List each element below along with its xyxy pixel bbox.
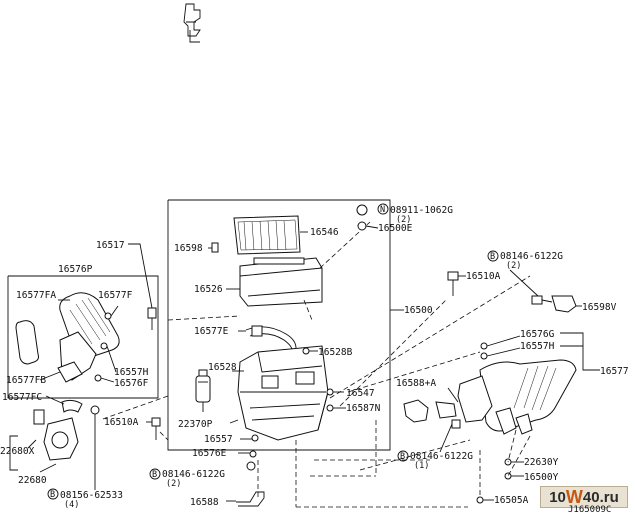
bolt-08146-right-code: 08146-6122G <box>410 451 473 462</box>
bolt-08156-qty: (4) <box>64 500 79 510</box>
label-16577FC: 16577FC <box>2 392 42 403</box>
label-16576P: 16576P <box>58 264 93 275</box>
watermark-mid: W <box>565 486 583 507</box>
label-16576G: 16576G <box>520 329 555 340</box>
bolt-08146-mid-qty: (2) <box>166 479 181 489</box>
label-16557H-right: 16557H <box>520 341 555 352</box>
label-22370P: 22370P <box>178 419 213 430</box>
label-16587N: 16587N <box>346 403 381 414</box>
label-16588A: 16588+A <box>396 378 436 389</box>
filter-element-part <box>233 215 301 255</box>
label-16577E: 16577E <box>194 326 229 337</box>
label-22680: 22680 <box>18 475 47 486</box>
label-16517: 16517 <box>96 240 125 251</box>
section-marker-icon <box>183 3 201 43</box>
label-16505A: 16505A <box>494 495 529 506</box>
cleaner-body-part <box>237 345 329 441</box>
bolt-08156-code: 08156-62533 <box>60 490 123 501</box>
label-16528B: 16528B <box>318 347 353 358</box>
bracket-16598V-part <box>531 295 577 313</box>
label-22630Y: 22630Y <box>524 457 559 468</box>
bolt-08911-callout: N 08911-1062G (2) <box>377 203 453 225</box>
bolt-08146-right-part <box>451 419 461 429</box>
sensor-22370P-part <box>195 369 211 412</box>
label-16598: 16598 <box>174 243 203 254</box>
bolt-08146-right-callout: B 08146-6122G (1) <box>397 450 473 471</box>
label-16577: 16577 <box>600 366 629 377</box>
bolt-16510A-right-part <box>447 271 459 296</box>
bolt-08146-mid-symbol: B <box>152 470 157 480</box>
bracket-16577 <box>560 332 600 371</box>
label-16577FA: 16577FA <box>16 290 56 301</box>
bracket-16588A-part <box>403 399 457 423</box>
label-16576E: 16576E <box>192 448 227 459</box>
bolt-08146-mid-callout: B 08146-6122G (2) <box>149 468 225 489</box>
label-16528: 16528 <box>208 362 237 373</box>
watermark-tld: .ru <box>599 488 619 506</box>
hose-16577FA-part <box>15 320 39 365</box>
label-16577F: 16577F <box>98 290 133 301</box>
diagram-code: J165009C <box>568 505 612 515</box>
bolt-16517-part <box>147 307 157 330</box>
bolt-08146-right-qty: (1) <box>414 461 429 471</box>
label-16547: 16547 <box>346 388 375 399</box>
label-16510A-left: 16510A <box>104 417 139 428</box>
label-16500Y: 16500Y <box>524 472 559 483</box>
inlet-duct-16576P-part <box>57 292 120 383</box>
bolt-08146-top-qty: (2) <box>506 261 521 271</box>
label-16557: 16557 <box>204 434 233 445</box>
grommet-16557-part <box>251 434 259 442</box>
bolt-08156-callout: B 08156-62533 (4) <box>47 488 123 510</box>
label-16546: 16546 <box>310 227 339 238</box>
cleaner-cover-part <box>226 257 323 307</box>
assembly-bracket-box <box>167 199 404 451</box>
label-16500: 16500 <box>404 305 433 316</box>
sensor-22680-part <box>33 399 83 461</box>
label-16577FB: 16577FB <box>6 375 46 386</box>
bolt-08911-code: 08911-1062G <box>390 205 453 216</box>
bolt-08146-top-symbol: B <box>490 252 495 262</box>
bolt-08146-mid-part <box>246 461 256 471</box>
clamp-16588-part <box>236 491 265 507</box>
bolt-08911-symbol: N <box>380 205 385 215</box>
bolt-08146-right-symbol: B <box>400 452 405 462</box>
label-22680X: 22680X <box>0 446 35 457</box>
nut-08911-part <box>356 204 368 231</box>
left-subassembly-box <box>7 275 159 399</box>
label-16526: 16526 <box>194 284 223 295</box>
clip-16576E-part <box>249 450 257 458</box>
label-16576F: 16576F <box>114 378 149 389</box>
air-duct-16577-part <box>457 359 577 435</box>
label-16557H-left: 16557H <box>114 367 149 378</box>
bolt-16510A-left-part <box>151 417 161 440</box>
watermark-suffix: 40 <box>582 488 600 506</box>
bolt-08146-top-code: 08146-6122G <box>500 251 563 262</box>
watermark-prefix: 10 <box>549 488 566 506</box>
bolt-08911-qty: (2) <box>396 215 411 225</box>
clip-16598-part <box>208 242 219 253</box>
bolt-08146-top-callout: B 08146-6122G (2) <box>487 250 563 271</box>
label-16598V: 16598V <box>582 302 617 313</box>
label-16510A-right: 16510A <box>466 271 501 282</box>
bolt-08146-mid-code: 08146-6122G <box>162 469 225 480</box>
label-16500E: 16500E <box>378 223 413 234</box>
label-16588: 16588 <box>190 497 219 508</box>
bolt-08156-symbol: B <box>50 490 55 500</box>
